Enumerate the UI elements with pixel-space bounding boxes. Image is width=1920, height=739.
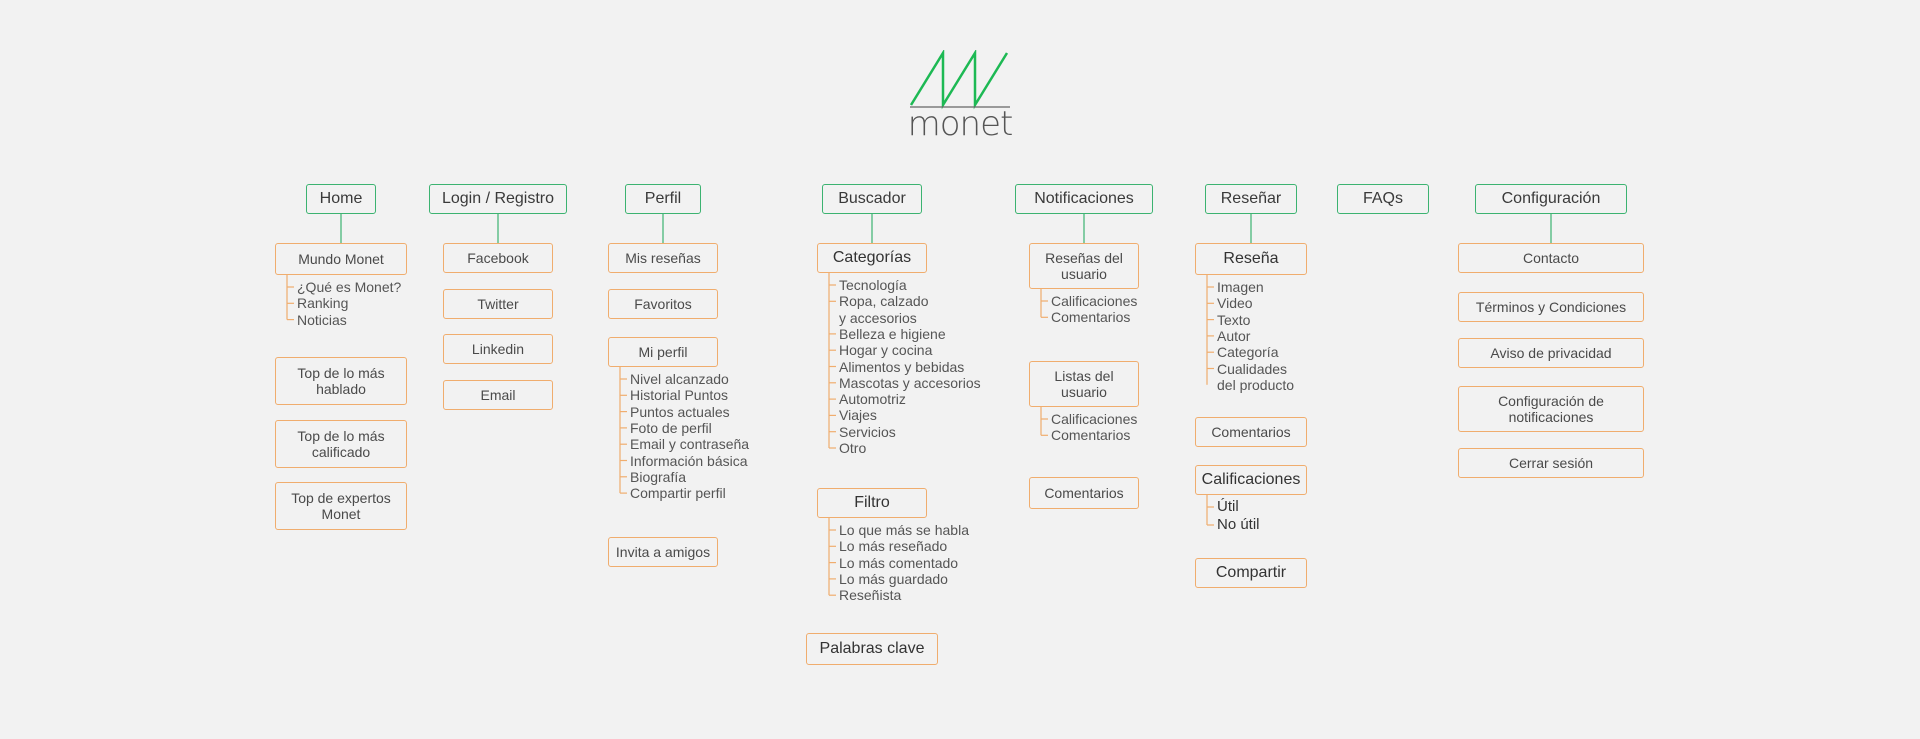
node-cerrar-sesion: Cerrar sesión bbox=[1458, 448, 1644, 478]
item-comentarios: Comentarios bbox=[1051, 427, 1131, 444]
item-biografia: Biografía bbox=[630, 468, 687, 485]
node-invita-a-amigos: Invita a amigos bbox=[608, 537, 718, 567]
item-automotriz: Automotriz bbox=[839, 391, 906, 408]
node-listas-del-usuario: Listas del usuario bbox=[1029, 361, 1139, 407]
node-compartir: Compartir bbox=[1195, 558, 1307, 588]
item-ropa-calzado: Ropa, calzado bbox=[839, 293, 929, 310]
node-configuracion-de-notificaciones: Configuración de notificaciones bbox=[1458, 386, 1644, 432]
item-video: Video bbox=[1217, 295, 1253, 312]
node-favoritos: Favoritos bbox=[608, 289, 718, 319]
item-email-y-contrasena: Email y contraseña bbox=[630, 436, 750, 453]
section-login-registro: Login / Registro bbox=[429, 184, 567, 214]
section-faqs: FAQs bbox=[1337, 184, 1429, 214]
item-nivel-alcanzado: Nivel alcanzado bbox=[630, 371, 729, 387]
node-email: Email bbox=[443, 380, 553, 410]
node-aviso-de-privacidad: Aviso de privacidad bbox=[1458, 338, 1644, 368]
item-puntos-actuales: Puntos actuales bbox=[630, 403, 730, 420]
item-lo-que-mas-se-habla: Lo que más se habla bbox=[839, 522, 969, 538]
item-util: Útil bbox=[1217, 498, 1239, 515]
item-ranking: Ranking bbox=[297, 295, 349, 312]
node-top-de-expertos-monet: Top de expertos Monet bbox=[275, 482, 407, 530]
item-categoria: Categoría bbox=[1217, 344, 1279, 361]
item-hogar-y-cocina: Hogar y cocina bbox=[839, 342, 933, 359]
item-historial-puntos: Historial Puntos bbox=[630, 387, 729, 404]
item-otro: Otro bbox=[839, 440, 867, 456]
section-home: Home bbox=[306, 184, 376, 214]
item-calificaciones: Calificaciones bbox=[1051, 411, 1138, 427]
section-buscador: Buscador bbox=[822, 184, 922, 214]
node-filtro: Filtro bbox=[817, 488, 927, 518]
node-twitter: Twitter bbox=[443, 289, 553, 319]
item-lo-mas-guardado: Lo más guardado bbox=[839, 570, 948, 587]
item-alimentos-y-bebidas: Alimentos y bebidas bbox=[839, 358, 965, 375]
item-foto-de-perfil: Foto de perfil bbox=[630, 419, 712, 436]
item-lo-mas-comentado: Lo más comentado bbox=[839, 554, 959, 571]
node-contacto: Contacto bbox=[1458, 243, 1644, 273]
item-texto: Texto bbox=[1217, 311, 1251, 328]
node-comentarios: Comentarios bbox=[1029, 477, 1139, 509]
item-autor: Autor bbox=[1217, 327, 1251, 344]
item-mascotas-y-accesorios: Mascotas y accesorios bbox=[839, 374, 981, 391]
node-resenas-del-usuario: Reseñas del usuario bbox=[1029, 243, 1139, 289]
node-top-de-lo-mas-hablado: Top de lo más hablado bbox=[275, 357, 407, 405]
node-mundo-monet: Mundo Monet bbox=[275, 243, 407, 275]
node-mis-resenas: Mis reseñas bbox=[608, 243, 718, 273]
item-que-es-monet: ¿Qué es Monet? bbox=[297, 279, 402, 295]
item-comentarios: Comentarios bbox=[1051, 309, 1131, 326]
node-linkedin: Linkedin bbox=[443, 334, 553, 364]
node-palabras-clave: Palabras clave bbox=[806, 633, 938, 665]
item-y-accesorios: y accesorios bbox=[839, 309, 917, 326]
node-mi-perfil: Mi perfil bbox=[608, 337, 718, 367]
node-terminos-y-condiciones: Términos y Condiciones bbox=[1458, 292, 1644, 322]
item-no-util: No útil bbox=[1217, 516, 1260, 533]
monet-logo-icon bbox=[909, 50, 1010, 110]
item-calificaciones: Calificaciones bbox=[1051, 293, 1138, 309]
item-servicios: Servicios bbox=[839, 423, 896, 440]
node-facebook: Facebook bbox=[443, 243, 553, 273]
section-configuracion: Configuración bbox=[1475, 184, 1627, 214]
section-perfil: Perfil bbox=[625, 184, 701, 214]
section-resenar: Reseñar bbox=[1205, 184, 1297, 214]
node-comentarios: Comentarios bbox=[1195, 417, 1307, 447]
node-calificaciones: Calificaciones bbox=[1195, 465, 1307, 495]
item-belleza-e-higiene: Belleza e higiene bbox=[839, 325, 946, 342]
node-resena: Reseña bbox=[1195, 243, 1307, 275]
item-noticias: Noticias bbox=[297, 311, 347, 328]
item-informacion-basica: Información básica bbox=[630, 452, 748, 469]
item-compartir-perfil: Compartir perfil bbox=[630, 485, 726, 502]
node-top-de-lo-mas-calificado: Top de lo más calificado bbox=[275, 420, 407, 468]
item-viajes: Viajes bbox=[839, 407, 877, 424]
item-tecnologia: Tecnología bbox=[839, 277, 907, 293]
item-cualidades: Cualidades bbox=[1217, 360, 1288, 377]
node-categorias: Categorías bbox=[817, 243, 927, 273]
item-resenista: Reseñista bbox=[839, 587, 902, 604]
section-notificaciones: Notificaciones bbox=[1015, 184, 1153, 214]
item-lo-mas-resenado: Lo más reseñado bbox=[839, 538, 948, 555]
item-imagen: Imagen bbox=[1217, 279, 1264, 295]
item-del-producto: del producto bbox=[1217, 376, 1295, 393]
logo-wordmark: monet bbox=[907, 104, 1014, 144]
